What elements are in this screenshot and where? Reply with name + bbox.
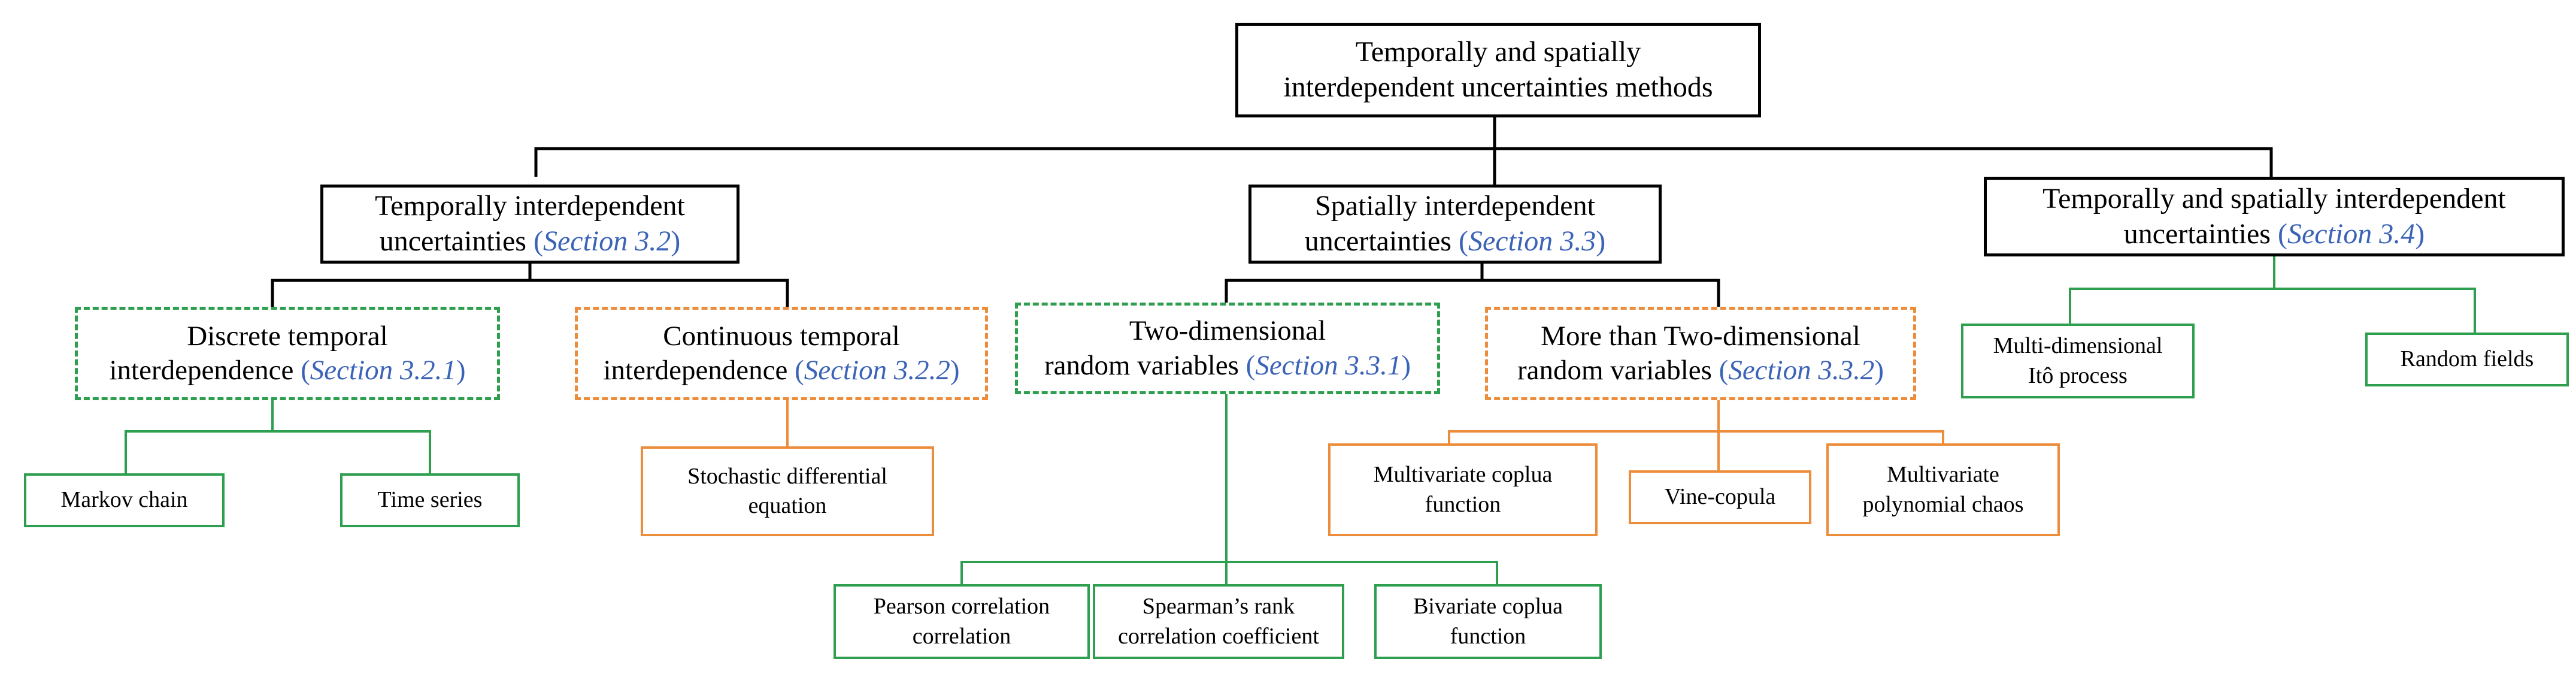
leaf-markov-chain: Markov chain	[24, 473, 225, 527]
leaf-label-line2: Itô process	[2028, 362, 2128, 388]
spatial-title-line2: uncertainties	[1304, 225, 1451, 257]
leaf-bivariate-copula-function: Bivariate coplua function	[1374, 584, 1602, 659]
leaf-multivariate-polynomial-chaos: Multivariate polynomial chaos	[1826, 443, 2060, 536]
spatial-interdependent-node: Spatially interdependent uncertainties (…	[1248, 185, 1662, 264]
discrete-title-line2: interdependence	[109, 355, 294, 386]
leaf-label-line1: Pearson correlation	[873, 594, 1050, 620]
leaf-multi-dimensional-ito-process: Multi-dimensional Itô process	[1961, 324, 2195, 398]
continuous-title-line1: Continuous temporal	[663, 320, 900, 352]
leaf-label-line2: correlation	[912, 623, 1011, 649]
two-dim-title-line1: Two-dimensional	[1129, 315, 1326, 347]
two-dim-title-line2: random variables	[1044, 349, 1239, 381]
leaf-vine-copula: Vine-copula	[1629, 470, 1811, 524]
temporal-interdependent-node: Temporally interdependent uncertainties …	[320, 185, 740, 264]
connector-discrete-to-leaves	[125, 430, 431, 473]
connector-twodim-to-leaves	[960, 561, 1498, 584]
leaf-pearson-correlation: Pearson correlation correlation	[834, 584, 1090, 659]
leaf-random-fields: Random fields	[2365, 333, 2569, 386]
leaf-label-line2: correlation coefficient	[1118, 623, 1319, 649]
section-ref-3-2-1: Section 3.2.1	[310, 355, 456, 386]
discrete-temporal-node: Discrete temporal interdependence (Secti…	[75, 307, 500, 400]
leaf-label-line1: Stochastic differential	[687, 463, 887, 489]
leaf-label-line2: function	[1450, 623, 1526, 649]
root-title-line1: Temporally and spatially	[1355, 36, 1641, 68]
leaf-multivariate-copula-function: Multivariate coplua function	[1328, 443, 1598, 536]
leaf-label-line2: polynomial chaos	[1862, 491, 2024, 517]
spatiotemporal-title-line2: uncertainties	[2123, 217, 2271, 250]
discrete-title-line1: Discrete temporal	[187, 320, 388, 352]
connector-spatiotemporal-to-leaves	[2069, 288, 2476, 333]
section-ref-3-2-2: Section 3.2.2	[804, 355, 950, 386]
leaf-label: Time series	[377, 487, 483, 513]
spatiotemporal-title-line1: Temporally and spatially interdependent	[2042, 182, 2506, 214]
leaf-label: Random fields	[2400, 346, 2534, 372]
section-ref-3-3-1: Section 3.3.1	[1255, 349, 1402, 381]
continuous-title-line2: interdependence	[603, 355, 788, 386]
leaf-label-line1: Multivariate	[1887, 462, 1999, 488]
section-ref-3-2: Section 3.2	[543, 225, 671, 257]
connector-spatial-to-children	[1225, 279, 1720, 307]
temporal-title-line2: uncertainties	[379, 225, 526, 257]
leaf-label: Markov chain	[60, 487, 188, 513]
spatial-title-line1: Spatially interdependent	[1315, 190, 1595, 222]
leaf-label: Vine-copula	[1664, 484, 1776, 510]
connector-multidim-to-leaves	[1448, 430, 1944, 443]
multi-dim-title-line2: random variables	[1517, 355, 1712, 386]
leaf-spearman-rank-correlation: Spearman’s rank correlation coefficient	[1093, 584, 1344, 659]
connector-root-to-level1	[534, 147, 2273, 177]
connector-temporal-to-children	[271, 279, 789, 307]
continuous-temporal-node: Continuous temporal interdependence (Sec…	[575, 307, 988, 400]
spatiotemporal-interdependent-node: Temporally and spatially interdependent …	[1984, 177, 2565, 256]
leaf-label-line2: function	[1425, 491, 1501, 517]
leaf-label-line1: Multivariate coplua	[1373, 462, 1553, 488]
leaf-time-series: Time series	[340, 473, 520, 527]
leaf-label-line1: Spearman’s rank	[1142, 594, 1295, 620]
leaf-label-line2: equation	[748, 493, 827, 518]
temporal-title-line1: Temporally interdependent	[375, 190, 685, 222]
section-ref-3-3-2: Section 3.3.2	[1728, 355, 1875, 386]
section-ref-3-4: Section 3.4	[2287, 217, 2416, 250]
two-dimensional-node: Two-dimensional random variables (Sectio…	[1015, 303, 1440, 394]
root-node: Temporally and spatially interdependent …	[1235, 23, 1761, 117]
multi-dim-title-line1: More than Two-dimensional	[1541, 320, 1860, 352]
multi-dimensional-node: More than Two-dimensional random variabl…	[1485, 307, 1916, 400]
leaf-stochastic-differential-equation: Stochastic differential equation	[641, 446, 934, 536]
leaf-label-line1: Bivariate coplua	[1413, 594, 1563, 620]
section-ref-3-3: Section 3.3	[1468, 225, 1596, 257]
leaf-label-line1: Multi-dimensional	[1993, 333, 2163, 359]
root-title-line2: interdependent uncertainties methods	[1283, 71, 1713, 103]
